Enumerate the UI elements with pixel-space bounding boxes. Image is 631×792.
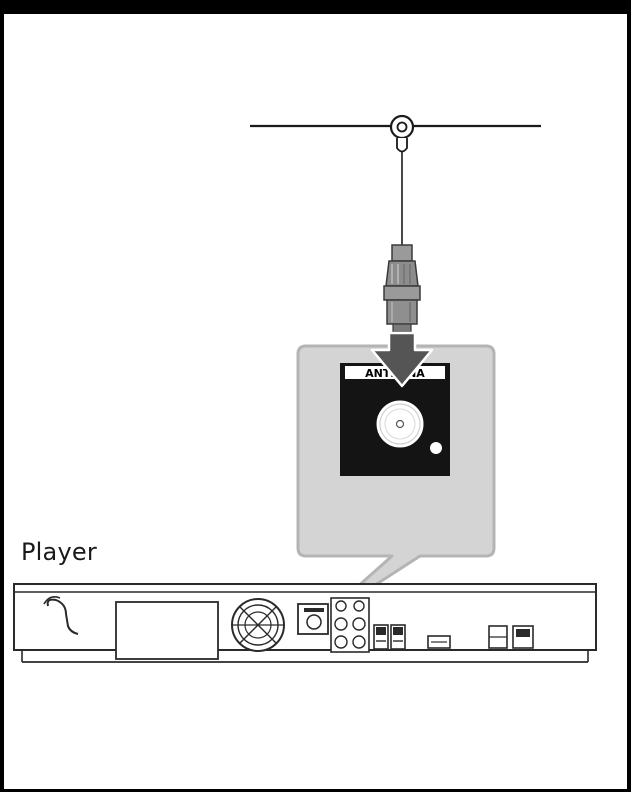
coaxial-jack-icon [375,399,425,449]
player-label: Player [21,538,97,566]
down-arrow-icon [370,331,434,388]
cooling-fan-icon [231,598,285,652]
speaker-terminals [373,624,406,650]
fm-wire-antenna-icon [250,114,541,246]
antenna-jack-panel: ANTENNA [340,363,450,476]
player-rear-panel-icon [13,583,597,663]
screw-icon [430,442,442,454]
av-jacks [330,597,370,653]
top-border [0,0,631,14]
antenna-plug-icon [383,244,421,333]
